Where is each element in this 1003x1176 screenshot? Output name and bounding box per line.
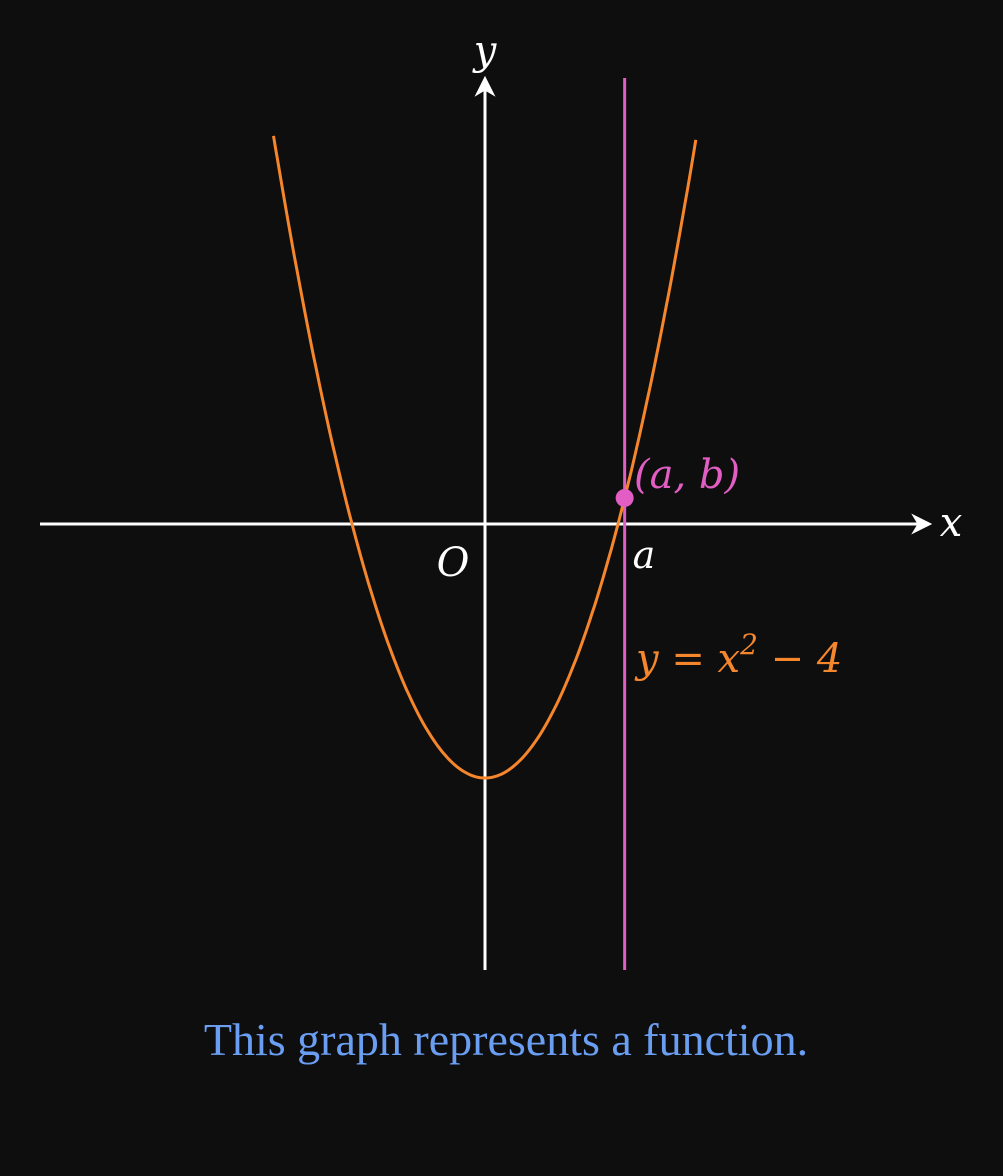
origin-label: O — [437, 540, 470, 586]
function-label-tail: − 4 — [758, 636, 842, 682]
y-axis-label: y — [472, 28, 498, 74]
caption: This graph represents a function. — [204, 1014, 808, 1065]
function-label-exponent: 2 — [739, 628, 758, 661]
function-label-base: y = x — [634, 636, 740, 682]
a-tick-label: a — [633, 533, 656, 577]
point-label: (a, b) — [634, 452, 740, 498]
function-label: y = x2 − 4 — [634, 628, 842, 682]
intersection-point — [615, 488, 634, 507]
x-axis-label: x — [940, 500, 963, 546]
